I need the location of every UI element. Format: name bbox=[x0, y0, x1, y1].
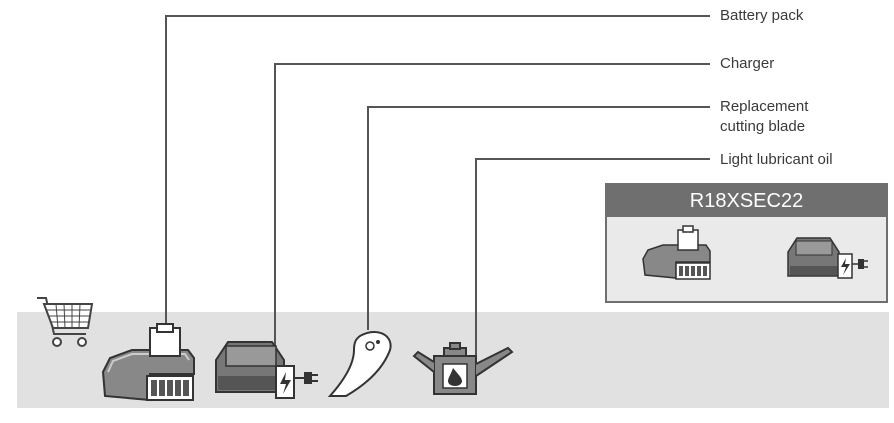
callout-text: cutting blade bbox=[720, 118, 806, 135]
callout-label-replacement-blade: Replacement cutting blade bbox=[720, 97, 808, 137]
cutting-blade-icon bbox=[327, 331, 392, 397]
leader-line-blade bbox=[367, 106, 710, 330]
kit-contents-box: R18XSEC22 bbox=[605, 183, 888, 303]
kit-battery-pack-icon bbox=[642, 225, 711, 280]
kit-model-title: R18XSEC22 bbox=[607, 185, 886, 217]
leader-line-charger bbox=[274, 63, 710, 350]
callout-label-battery-pack: Battery pack bbox=[720, 6, 803, 26]
callout-label-lubricant-oil: Light lubricant oil bbox=[720, 150, 833, 170]
callout-label-charger: Charger bbox=[720, 54, 774, 74]
oil-can-icon bbox=[412, 342, 514, 395]
callout-text: Charger bbox=[720, 55, 775, 72]
callout-text: Light lubricant oil bbox=[720, 151, 833, 168]
callout-text: Replacement bbox=[720, 98, 809, 115]
leader-line-battery bbox=[165, 15, 710, 332]
charger-icon bbox=[215, 341, 318, 399]
shopping-cart-icon bbox=[37, 297, 94, 347]
kit-charger-icon bbox=[787, 237, 868, 279]
leader-line-oil bbox=[475, 158, 710, 358]
leader-lines bbox=[165, 15, 710, 358]
battery-pack-icon bbox=[101, 323, 195, 402]
callout-text: Battery pack bbox=[720, 7, 804, 24]
